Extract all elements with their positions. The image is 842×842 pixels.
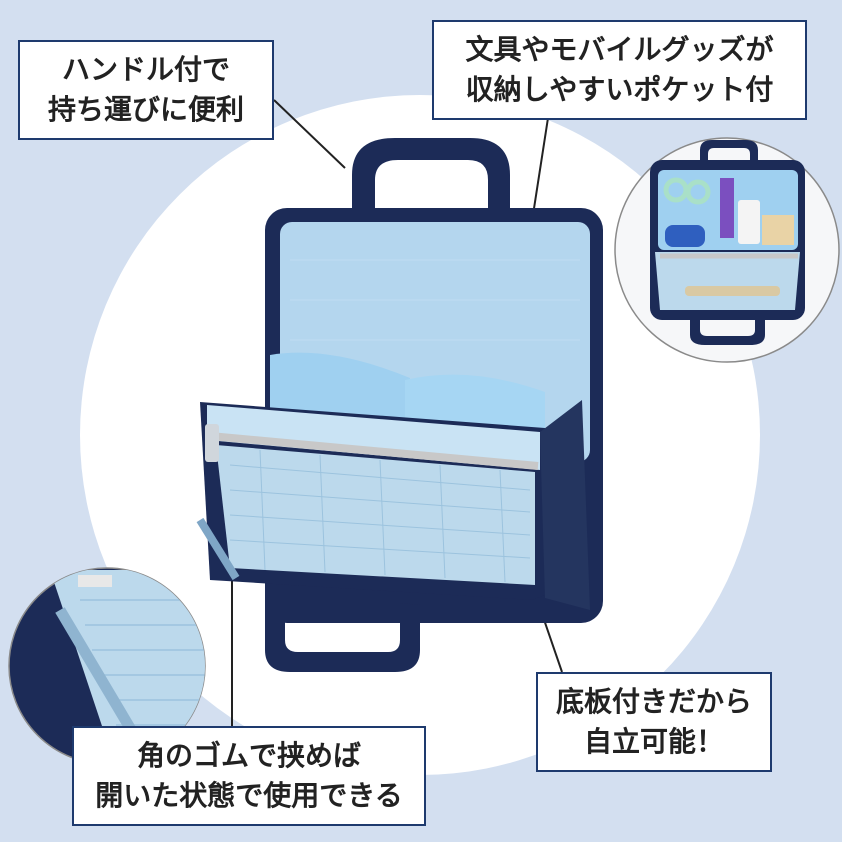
callout-handle-line1: ハンドル付で (61, 53, 230, 86)
callout-corner: 角のゴムで挟めば 開いた状態で使用できる (72, 726, 426, 826)
callout-handle: ハンドル付で 持ち運びに便利 (18, 40, 274, 140)
callout-corner-line1: 角のゴムで挟めば (136, 739, 361, 772)
callout-pocket-line1: 文具やモバイルグッズが (465, 33, 774, 66)
callout-bottom-line1: 底板付きだから (555, 685, 752, 718)
callout-bottom-line2: 自立可能！ (583, 725, 724, 758)
callout-handle-line2: 持ち運びに便利 (47, 93, 244, 126)
callout-pocket: 文具やモバイルグッズが 収納しやすいポケット付 (432, 20, 807, 120)
callout-pocket-line2: 収納しやすいポケット付 (465, 73, 774, 106)
leader-line-handle (273, 99, 346, 169)
callout-bottom: 底板付きだから 自立可能！ (536, 672, 772, 772)
callout-corner-line2: 開いた状態で使用できる (95, 779, 403, 812)
detail-circle-contents (614, 137, 840, 363)
